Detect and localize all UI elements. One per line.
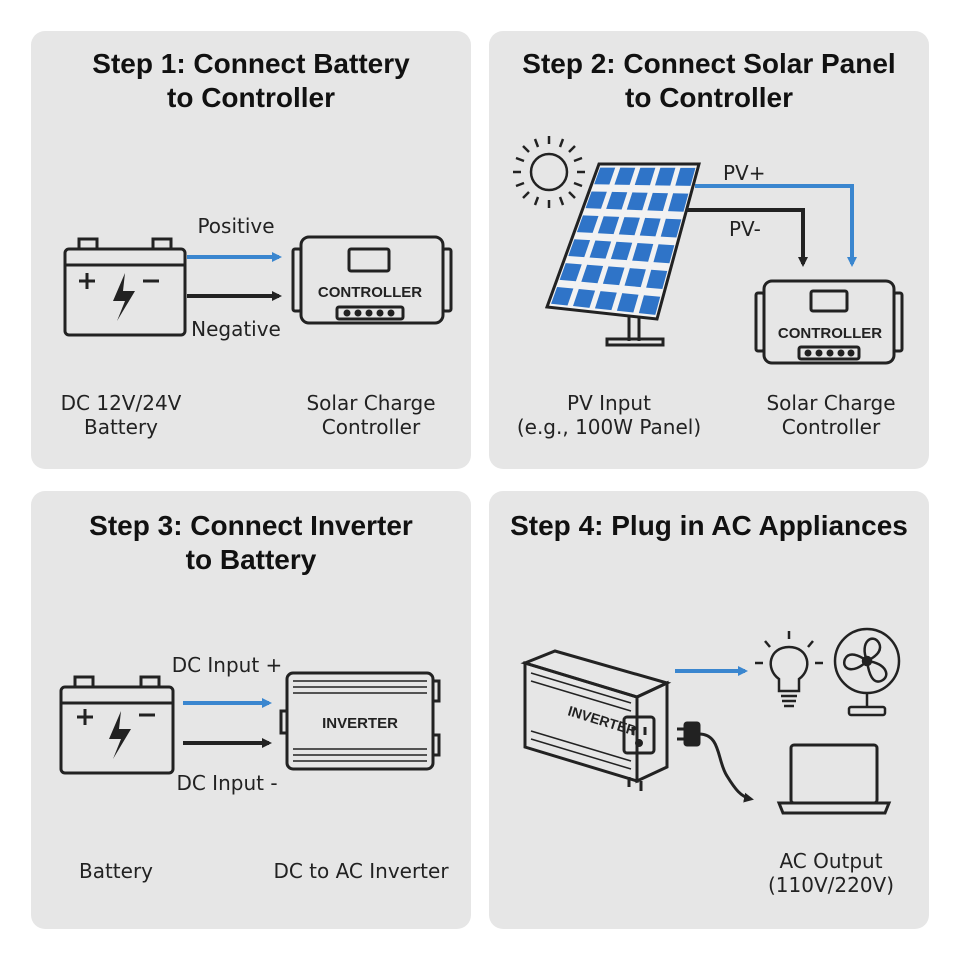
solar-cell bbox=[576, 215, 599, 233]
battery-caption: DC 12V/24V Battery bbox=[41, 391, 201, 439]
charge-controller-icon bbox=[754, 279, 904, 365]
solar-cell bbox=[594, 167, 616, 185]
battery-caption: Battery bbox=[78, 859, 154, 883]
sun-icon bbox=[513, 136, 585, 208]
step-1-title-line-1: Step 1: Connect Battery bbox=[92, 48, 410, 79]
solar-cell bbox=[581, 264, 604, 284]
controller-caption-line-1: Solar Charge bbox=[766, 391, 896, 415]
solar-cell bbox=[668, 193, 689, 212]
solar-cell bbox=[589, 240, 612, 259]
solar-cell bbox=[626, 192, 648, 211]
solar-cell bbox=[647, 192, 669, 211]
pv-positive-label: PV+ bbox=[723, 161, 766, 185]
controller-caption-line-2: Controller bbox=[781, 415, 881, 439]
solar-cell bbox=[551, 286, 574, 306]
positive-label: Positive bbox=[197, 214, 275, 238]
solar-cell bbox=[646, 269, 668, 290]
pv-input-caption-line-1: PV Input bbox=[567, 391, 651, 415]
step-3-diagram: INVERTER bbox=[59, 671, 441, 775]
step-2-title-line-2: to Controller bbox=[625, 82, 793, 113]
step-2-diagram: CONTROLLER bbox=[513, 136, 904, 365]
solar-cell bbox=[618, 217, 640, 236]
step-1-diagram: CONTROLLER bbox=[63, 235, 453, 337]
negative-label: Negative bbox=[191, 317, 281, 341]
controller-label: CONTROLLER bbox=[318, 284, 422, 301]
solar-cell bbox=[638, 295, 661, 315]
inverter-caption: DC to AC Inverter bbox=[273, 859, 449, 883]
solar-cell bbox=[594, 291, 617, 311]
solar-cell bbox=[606, 191, 628, 210]
solar-cell bbox=[568, 239, 591, 258]
solar-cell bbox=[624, 268, 646, 288]
pv-negative-label: PV- bbox=[729, 217, 761, 241]
ac-output-caption: AC Output (110V/220V) bbox=[751, 849, 911, 897]
light-bulb-icon bbox=[755, 631, 823, 708]
step-1-title-line-2: to Controller bbox=[167, 82, 335, 113]
solar-cell bbox=[639, 217, 661, 237]
solar-cell bbox=[655, 167, 676, 186]
step-2-title-line-1: Step 2: Connect Solar Panel bbox=[522, 48, 896, 79]
fan-icon bbox=[833, 627, 901, 717]
battery-icon bbox=[59, 675, 175, 775]
step-2-panel: Step 2: Connect Solar Panel to Controlle… bbox=[489, 31, 929, 469]
step-2-title: Step 2: Connect Solar Panel to Controlle… bbox=[489, 47, 929, 115]
dc-input-positive-label: DC Input + bbox=[171, 653, 283, 677]
controller-caption: Solar Charge Controller bbox=[291, 391, 451, 439]
plug-icon bbox=[677, 721, 754, 803]
ac-output-caption-line-2: (110V/220V) bbox=[767, 873, 895, 897]
step-3-title-line-2: to Battery bbox=[185, 544, 317, 575]
solar-cell bbox=[610, 241, 633, 261]
solar-cell bbox=[602, 266, 625, 286]
solar-cell bbox=[559, 263, 582, 282]
controller-caption-line-1: Solar Charge bbox=[306, 391, 436, 415]
solar-cell bbox=[634, 167, 656, 186]
controller-caption-line-2: Controller bbox=[321, 415, 421, 439]
solar-cell bbox=[660, 218, 682, 238]
ac-output-caption-line-1: AC Output bbox=[779, 849, 883, 873]
pv-input-caption-line-2: (e.g., 100W Panel) bbox=[516, 415, 702, 439]
solar-cell bbox=[616, 293, 639, 313]
solar-cell bbox=[632, 243, 654, 262]
pv-positive-wire bbox=[695, 184, 857, 267]
step-4-title: Step 4: Plug in AC Appliances bbox=[510, 510, 908, 541]
step-4-panel: Step 4: Plug in AC Appliances INVERTER bbox=[489, 491, 929, 929]
step-1-title: Step 1: Connect Battery to Controller bbox=[31, 47, 471, 115]
controller-caption: Solar Charge Controller bbox=[751, 391, 911, 439]
step-3-title-line-1: Step 3: Connect Inverter bbox=[89, 510, 413, 541]
pv-negative-wire bbox=[687, 208, 808, 267]
pv-input-caption: PV Input (e.g., 100W Panel) bbox=[514, 391, 704, 439]
charge-controller-icon bbox=[291, 235, 453, 325]
step-4-diagram: INVERTER bbox=[520, 627, 901, 815]
solar-cell bbox=[572, 289, 596, 308]
solar-cell bbox=[614, 167, 636, 185]
inverter-label: INVERTER bbox=[322, 715, 398, 732]
solar-panel-icon bbox=[544, 162, 701, 347]
solar-cell bbox=[585, 191, 607, 209]
controller-label: CONTROLLER bbox=[778, 325, 882, 342]
inverter-icon bbox=[520, 649, 672, 791]
inverter-label: INVERTER bbox=[566, 703, 638, 739]
solar-cell bbox=[597, 216, 620, 235]
step-3-panel: Step 3: Connect Inverter to Battery bbox=[31, 491, 471, 929]
battery-caption-line-2: Battery bbox=[83, 415, 159, 439]
solar-cell bbox=[675, 167, 696, 186]
battery-icon bbox=[63, 237, 187, 337]
laptop-icon bbox=[776, 743, 892, 815]
inverter-icon bbox=[279, 671, 441, 771]
dc-input-negative-label: DC Input - bbox=[176, 771, 278, 795]
step-1-panel: Step 1: Connect Battery to Controller bbox=[31, 31, 471, 469]
battery-caption-line-1: DC 12V/24V bbox=[60, 391, 182, 415]
solar-cell bbox=[653, 244, 675, 264]
step-3-title: Step 3: Connect Inverter to Battery bbox=[31, 509, 471, 577]
